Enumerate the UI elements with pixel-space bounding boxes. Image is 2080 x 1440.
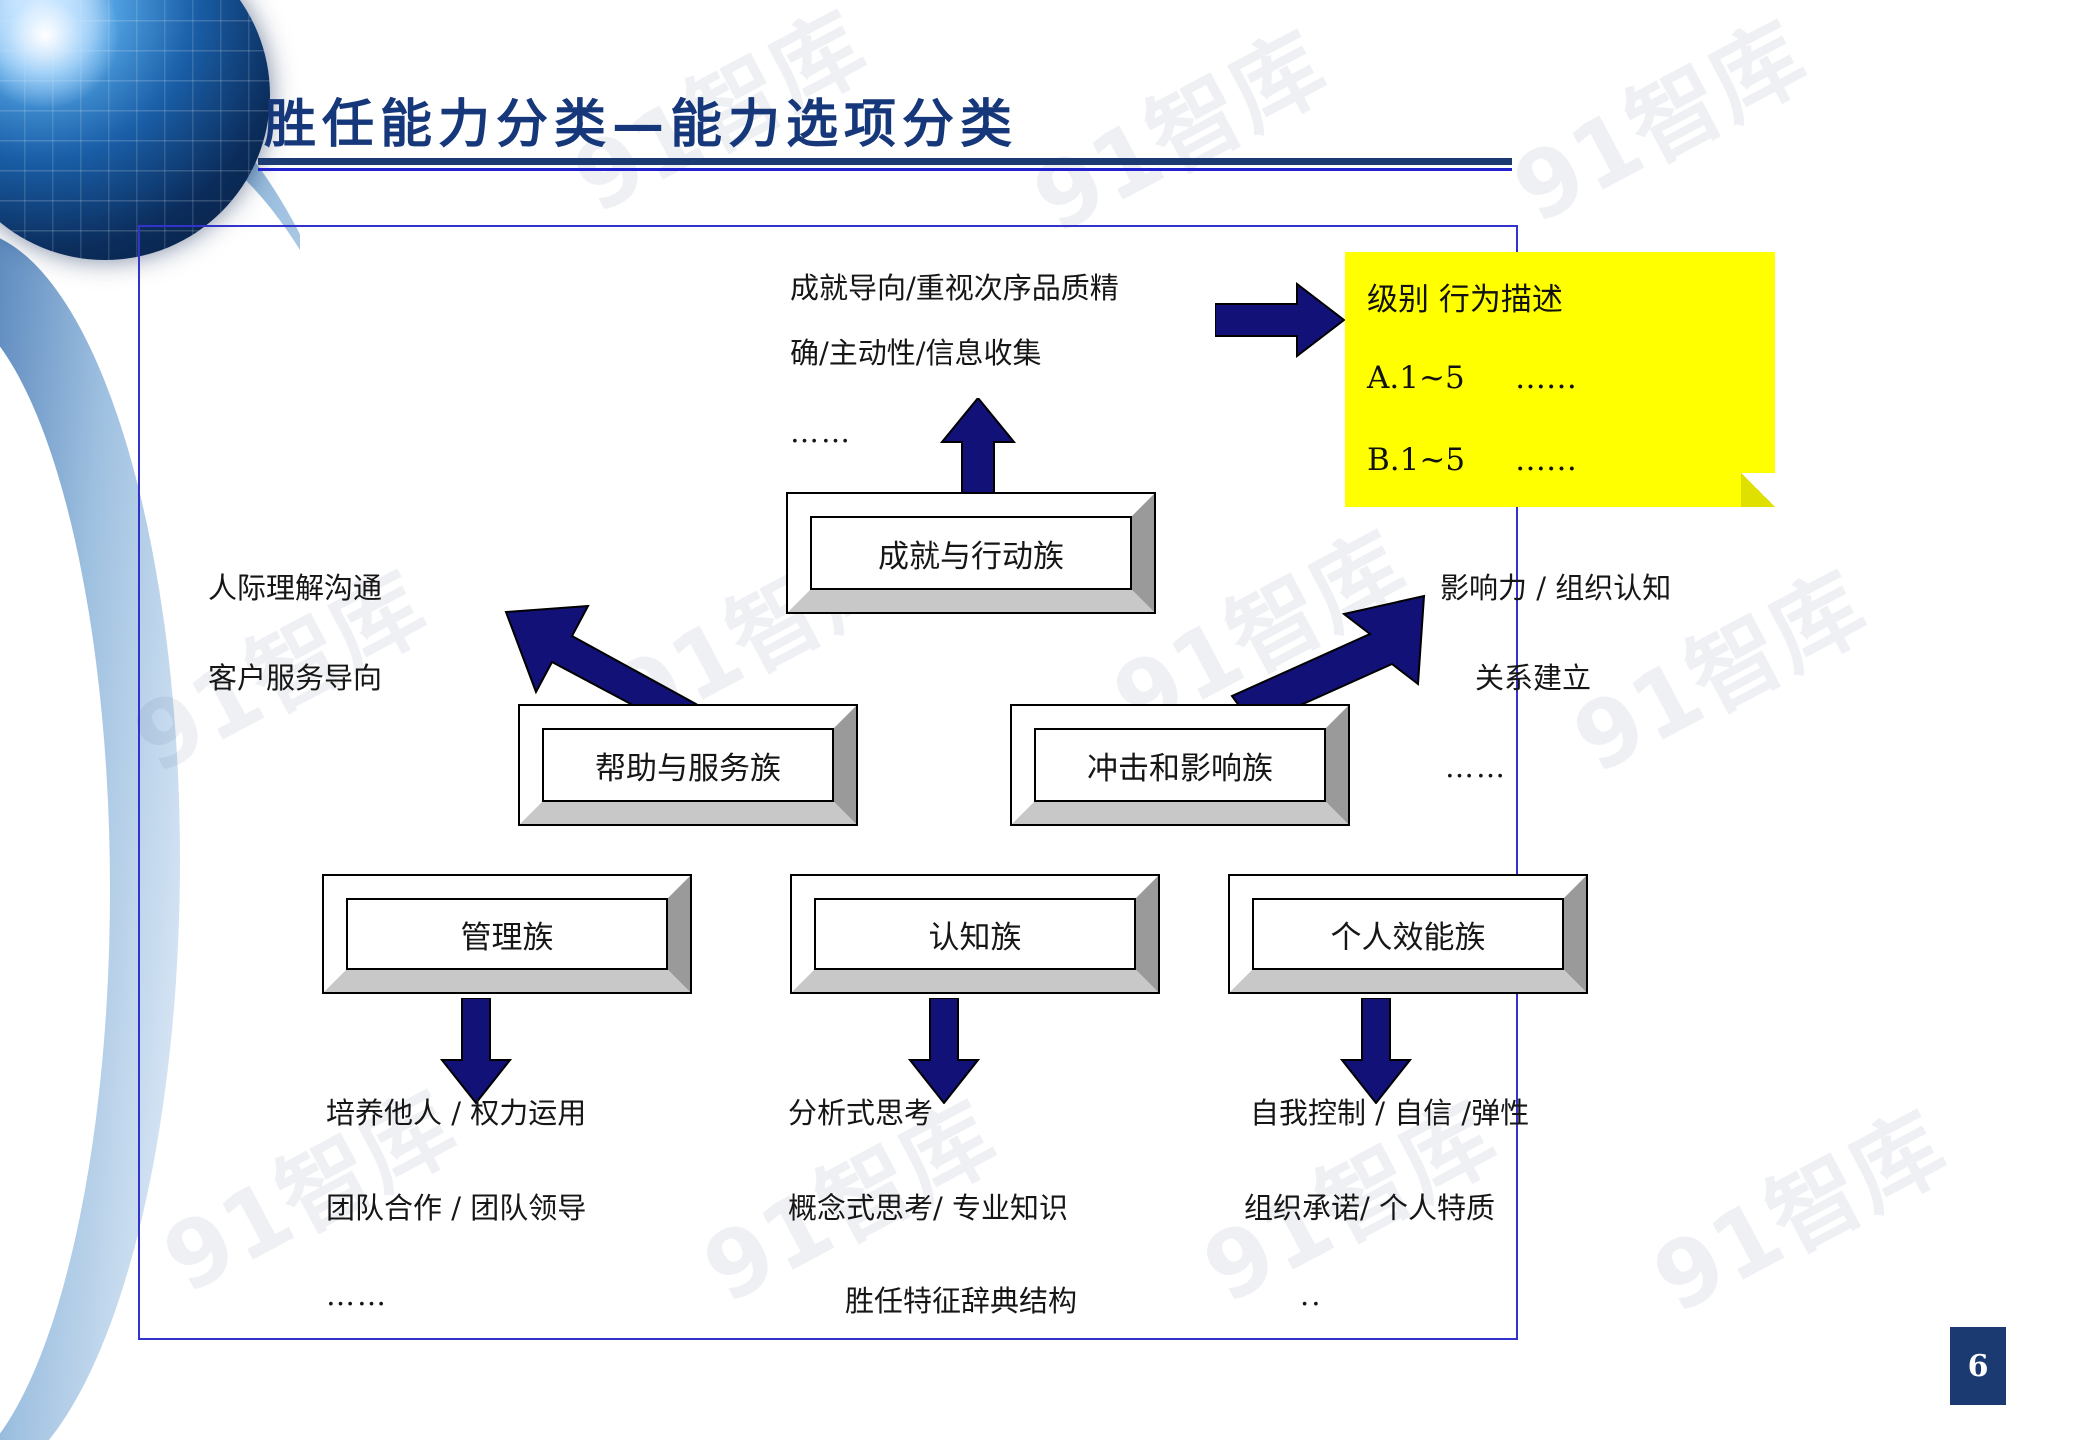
bottom-right-line1: 自我控制 / 自信 /弹性	[1250, 1096, 1530, 1130]
diagram-frame	[138, 225, 1518, 1340]
box-helping-service: 帮助与服务族	[518, 704, 858, 826]
box-management: 管理族	[322, 874, 692, 994]
globe-graphic	[0, 0, 270, 260]
left-cluster-line2: 客户服务导向	[208, 661, 383, 695]
title-rule-thin	[258, 168, 1512, 171]
top-cluster-ellipsis: ……	[790, 415, 852, 449]
left-cluster-line1: 人际理解沟通	[208, 571, 383, 605]
box-achievement-action-label: 成就与行动族	[810, 516, 1132, 590]
bottom-left-line3: ……	[326, 1278, 388, 1312]
arrow-to-note	[1214, 281, 1346, 359]
title-rule-thick	[258, 158, 1512, 165]
bottom-center-line2: 概念式思考/ 专业知识	[788, 1191, 1068, 1225]
watermark: 91智库	[1636, 1093, 1963, 1335]
box-impact-influence: 冲击和影响族	[1010, 704, 1350, 826]
box-personal-effectiveness: 个人效能族	[1228, 874, 1588, 994]
watermark: 91智库	[1016, 13, 1343, 255]
right-cluster-line1: 影响力 / 组织认知	[1440, 571, 1672, 605]
box-helping-service-label: 帮助与服务族	[542, 728, 834, 802]
arrow-down-cognition	[907, 997, 981, 1105]
note-row-1-desc: ……	[1515, 442, 1577, 478]
swoosh-mask-2	[0, 300, 110, 1440]
bottom-center-line1: 分析式思考	[788, 1096, 934, 1130]
box-cognition: 认知族	[790, 874, 1160, 994]
diagram-caption: 胜任特征辞典结构	[845, 1284, 1078, 1318]
right-cluster-ellipsis: ……	[1445, 750, 1507, 784]
arrow-down-management	[439, 997, 513, 1105]
top-cluster-line2: 确/主动性/信息收集	[790, 336, 1042, 370]
box-achievement-action: 成就与行动族	[786, 492, 1156, 614]
box-cognition-label: 认知族	[814, 898, 1136, 970]
note-row-0-desc: ……	[1515, 360, 1577, 396]
right-cluster-line2: 关系建立	[1475, 661, 1592, 695]
box-management-label: 管理族	[346, 898, 668, 970]
note-row-0-level: A.1~5	[1367, 360, 1465, 396]
level-description-note: 级别 行为描述 A.1~5 …… B.1~5 ……	[1345, 252, 1775, 507]
bottom-right-line3: ..	[1300, 1278, 1323, 1312]
bottom-left-line1: 培养他人 / 权力运用	[326, 1096, 587, 1130]
bottom-left-line2: 团队合作 / 团队领导	[326, 1191, 587, 1225]
bottom-right-line2: 组织承诺/ 个人特质	[1244, 1191, 1495, 1225]
note-folded-corner	[1741, 473, 1775, 507]
page-number-badge: 6	[1950, 1327, 2006, 1405]
top-cluster-line1: 成就导向/重视次序品质精	[790, 271, 1119, 305]
note-row-1-level: B.1~5	[1367, 442, 1466, 478]
globe-highlight	[0, 0, 120, 110]
watermark: 91智库	[1496, 3, 1823, 245]
box-personal-effectiveness-label: 个人效能族	[1252, 898, 1564, 970]
arrow-down-personal-effectiveness	[1339, 997, 1413, 1105]
box-impact-influence-label: 冲击和影响族	[1034, 728, 1326, 802]
page-title: 胜任能力分类—能力选项分类	[264, 94, 1019, 155]
note-header: 级别 行为描述	[1367, 282, 1563, 318]
